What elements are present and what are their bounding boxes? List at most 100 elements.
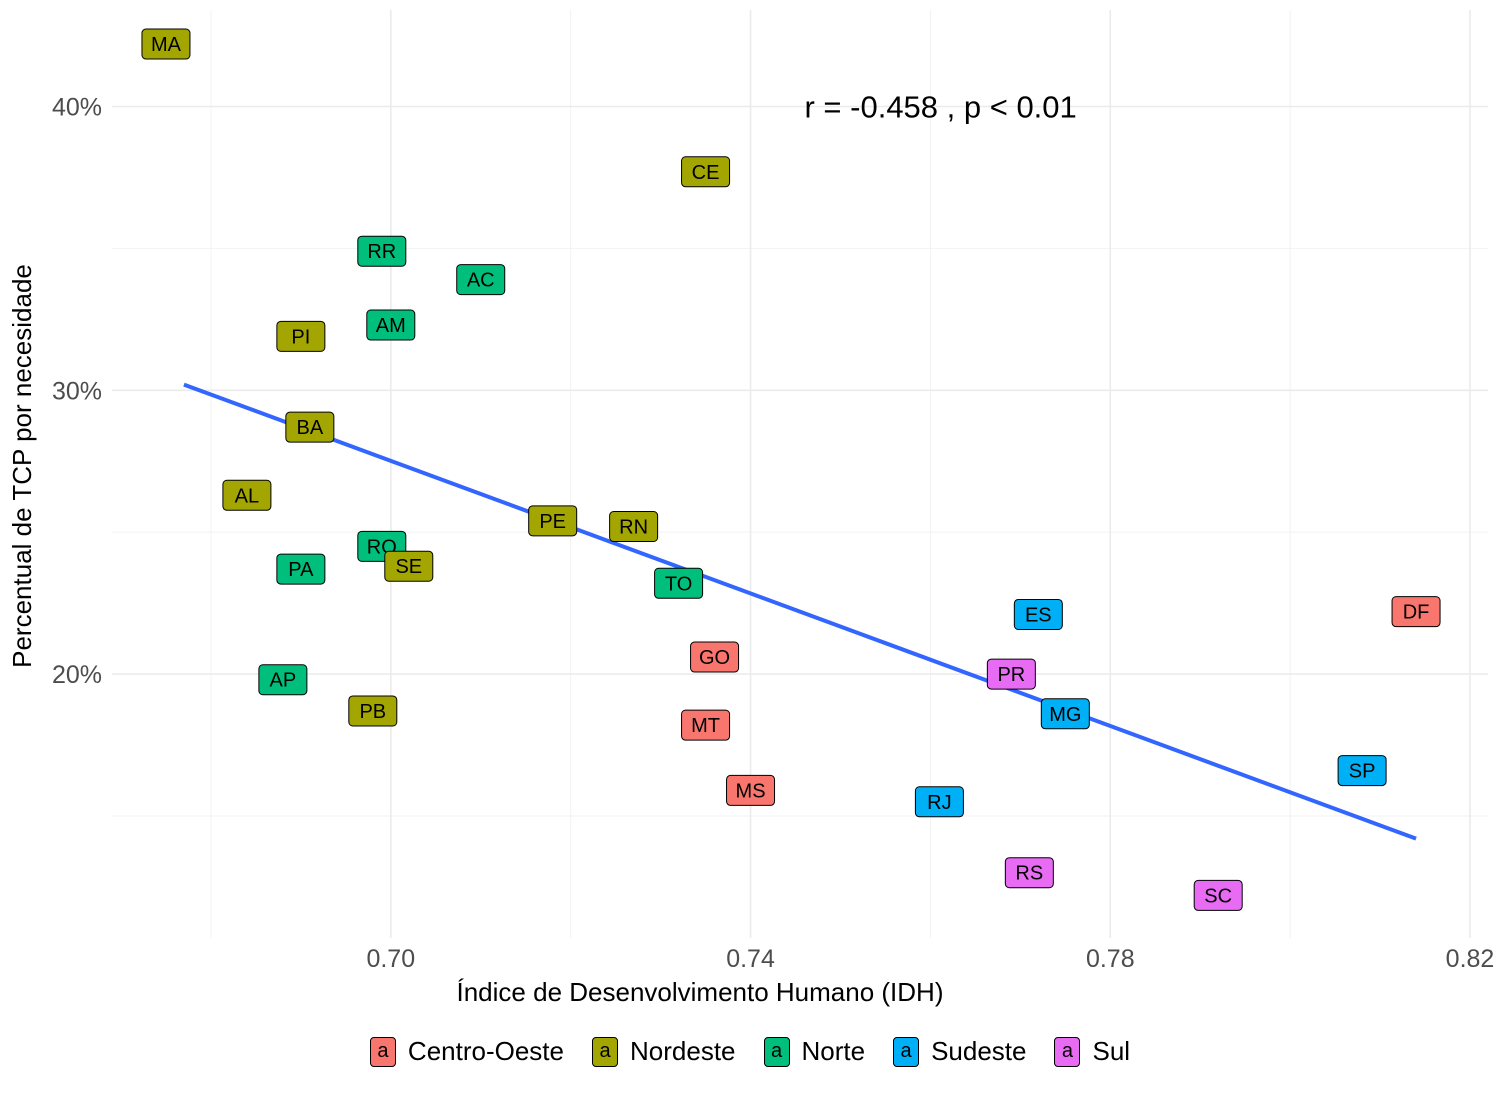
legend-label: Sul: [1092, 1036, 1131, 1066]
point-label-text: PE: [539, 511, 566, 533]
point-label-text: SE: [395, 556, 422, 578]
legend-key: a: [1054, 1036, 1081, 1067]
point-label-text: MS: [736, 780, 766, 802]
point-label-text: GO: [699, 647, 730, 669]
point-label-box: [1004, 857, 1054, 889]
point-label-text: BA: [297, 417, 324, 439]
point-label-box: [357, 235, 407, 267]
point-label-ba: BA: [285, 411, 335, 443]
point-label-rn: RN: [609, 511, 659, 543]
point-label-ce: CE: [681, 156, 731, 188]
point-label-ms: MS: [726, 774, 776, 806]
legend-item-sul: a Sul: [1054, 1036, 1130, 1067]
point-label-text: CE: [692, 162, 720, 184]
point-label-text: ES: [1025, 604, 1052, 626]
y-axis-ticks: 20% 30% 40%: [52, 93, 102, 689]
legend-key: a: [893, 1036, 920, 1067]
legend-item-norte: a Norte: [763, 1036, 866, 1067]
legend-key: a: [763, 1036, 790, 1067]
point-label-box: [258, 664, 308, 696]
point-label-sc: SC: [1193, 879, 1243, 911]
point-label-ma: MA: [141, 28, 191, 60]
legend-label: Norte: [801, 1036, 866, 1066]
point-label-mt: MT: [681, 709, 731, 741]
y-tick-label: 20%: [52, 661, 102, 689]
point-label-text: RJ: [927, 792, 951, 814]
point-label-pi: PI: [276, 320, 326, 352]
point-label-box: [1391, 596, 1441, 628]
legend-key: a: [592, 1036, 618, 1067]
point-label-go: GO: [690, 641, 740, 673]
y-tick-label: 40%: [52, 93, 102, 121]
trend-line: [183, 382, 1417, 841]
y-tick-label: 30%: [52, 377, 102, 405]
point-label-text: PA: [288, 559, 314, 581]
point-label-mg: MG: [1040, 698, 1090, 730]
x-tick-label: 0.82: [1446, 945, 1495, 973]
point-label-am: AM: [366, 309, 416, 341]
point-label-text: PI: [291, 326, 310, 348]
point-label-pa: PA: [276, 553, 326, 585]
point-label-text: DF: [1403, 602, 1430, 624]
point-label-box: [681, 709, 731, 741]
point-label-text: RS: [1015, 863, 1043, 885]
legend-item-centro-oeste: a Centro-Oeste: [369, 1036, 564, 1067]
point-label-al: AL: [222, 479, 272, 511]
point-label-text: AM: [376, 315, 406, 337]
x-tick-label: 0.78: [1086, 945, 1135, 973]
point-label-rj: RJ: [914, 786, 964, 818]
legend-label: Nordeste: [630, 1036, 736, 1066]
point-label-sp: SP: [1337, 755, 1387, 787]
x-tick-label: 0.74: [726, 945, 775, 973]
point-label-box: [654, 567, 704, 599]
point-label-box: [366, 309, 416, 341]
point-label-text: SC: [1204, 885, 1232, 907]
point-label-pe: PE: [528, 505, 578, 537]
point-label-ac: AC: [456, 264, 506, 296]
point-label-df: DF: [1391, 596, 1441, 628]
point-label-rs: RS: [1004, 857, 1054, 889]
point-label-text: RR: [367, 241, 396, 263]
legend-key: a: [369, 1036, 396, 1067]
trend-line-group: [183, 382, 1417, 841]
point-label-text: SP: [1349, 761, 1376, 783]
point-label-text: AP: [270, 670, 297, 692]
point-label-rr: RR: [357, 235, 407, 267]
point-label-se: SE: [384, 550, 434, 582]
legend-label: Sudeste: [931, 1036, 1027, 1066]
point-label-box: [276, 553, 326, 585]
point-label-box: [1337, 755, 1387, 787]
point-label-box: [384, 550, 434, 582]
point-label-pr: PR: [986, 658, 1036, 690]
point-label-box: [285, 411, 335, 443]
point-label-box: [986, 658, 1036, 690]
point-label-text: MA: [151, 34, 182, 56]
point-label-box: [1193, 879, 1243, 911]
correlation-annotation: r = -0.458 , p < 0.01: [804, 89, 1076, 124]
point-label-text: MG: [1049, 704, 1081, 726]
point-label-box: [726, 774, 776, 806]
point-label-box: [609, 511, 659, 543]
x-axis-title: Índice de Desenvolvimento Humano (IDH): [457, 977, 944, 1007]
point-label-box: [222, 479, 272, 511]
legend-item-nordeste: a Nordeste: [592, 1036, 736, 1067]
point-label-box: [141, 28, 191, 60]
point-label-text: PR: [997, 664, 1025, 686]
point-label-text: PB: [359, 701, 386, 723]
point-label-box: [456, 264, 506, 296]
point-label-box: [528, 505, 578, 537]
y-axis-title: Percentual de TCP por necesidade: [7, 264, 37, 668]
point-label-box: [681, 156, 731, 188]
legend-label: Centro-Oeste: [407, 1036, 564, 1066]
point-label-box: [690, 641, 740, 673]
point-label-es: ES: [1013, 598, 1063, 630]
point-label-box: [348, 695, 398, 727]
grid: [112, 10, 1488, 938]
point-label-box: [914, 786, 964, 818]
point-label-to: TO: [654, 567, 704, 599]
point-label-text: RN: [619, 517, 648, 539]
